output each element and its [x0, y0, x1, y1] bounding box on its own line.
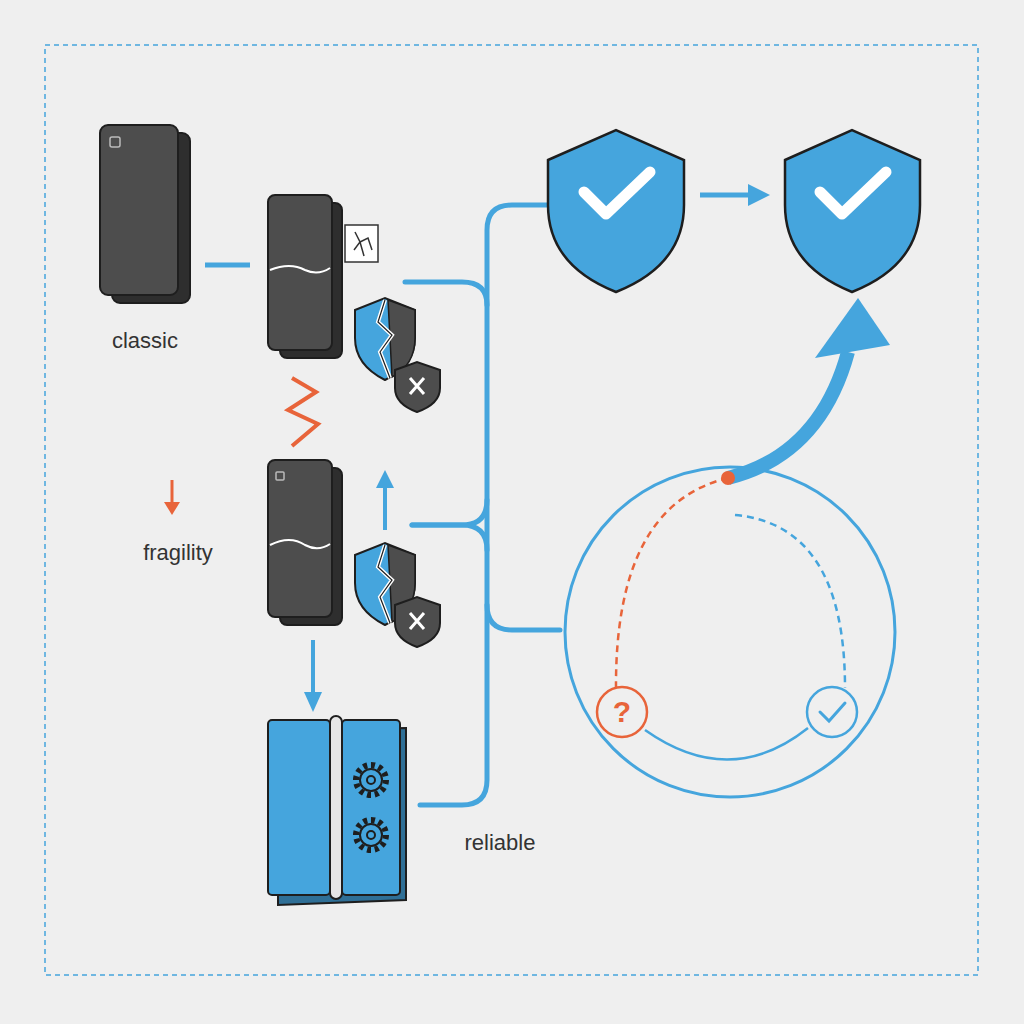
error-shield-icon [395, 362, 440, 412]
phone-icon [268, 195, 342, 358]
broken-shield-icon [378, 545, 392, 623]
check-shield [548, 130, 684, 292]
check-shield [548, 130, 684, 292]
cycle-diagram [565, 467, 895, 797]
right-arrow [700, 184, 770, 206]
down-arrow [171, 480, 174, 505]
phone-icon [268, 460, 332, 617]
phone-shape [100, 125, 178, 295]
foldable-shape [360, 824, 382, 846]
phone-shape [100, 125, 192, 305]
broken-shield-icon [378, 300, 392, 378]
phone-icon [270, 540, 330, 548]
cycle-diagram [815, 298, 890, 358]
check-shield [785, 130, 920, 292]
foldable-node: reliable [268, 720, 406, 905]
down-arrow [311, 640, 315, 695]
cycle-diagram [807, 687, 857, 737]
up-arrow [383, 485, 387, 530]
broken-shield-icon [378, 545, 392, 623]
check-shield [785, 130, 920, 292]
right-arrow [748, 184, 770, 206]
foldable-shape [367, 831, 375, 839]
foldable-shape [360, 769, 382, 791]
error-shield-icon [395, 362, 440, 412]
node-label: classic [85, 328, 205, 354]
foldable-shape [330, 716, 342, 899]
cycle-diagram [735, 515, 845, 688]
phone-icon [270, 266, 330, 273]
cycle-diagram [820, 703, 845, 721]
up-arrow [376, 470, 394, 530]
up-arrow [376, 470, 394, 488]
bracket-lines [487, 605, 560, 630]
cycle-diagram [721, 471, 735, 485]
cracked-screen-icon [345, 225, 378, 262]
broken-shield-icon [378, 300, 392, 378]
cycle-diagram [645, 728, 808, 760]
foldable-shape [268, 720, 330, 895]
foldable-shape [268, 720, 406, 905]
node-label: reliable [445, 830, 555, 856]
down-arrow [304, 640, 322, 712]
down-arrow [164, 480, 180, 515]
error-shield-icon [395, 597, 440, 647]
foldable-shape [356, 820, 386, 850]
error-shield-icon [395, 597, 440, 647]
foldable-shape [342, 720, 400, 895]
dashed-frame [45, 45, 978, 975]
bracket-lines [405, 282, 487, 305]
error-shield-icon [410, 613, 424, 629]
annotation-label: fragility [118, 540, 238, 566]
error-shield-icon [410, 378, 424, 394]
cracked-screen-icon [345, 225, 378, 262]
foldable-shape [367, 776, 375, 784]
check-shield [584, 172, 650, 214]
cycle-diagram [616, 478, 728, 688]
link-line [205, 263, 250, 268]
bracket-lines [412, 500, 487, 525]
phone-node: classic [100, 125, 192, 305]
phone-shape [110, 137, 120, 147]
check-shield [820, 172, 886, 214]
down-arrow [304, 692, 322, 712]
cycle-diagram [728, 352, 848, 478]
cycle-diagram [565, 298, 895, 797]
phone-icon [268, 195, 332, 350]
down-arrow [164, 502, 180, 515]
cracked-screen-icon [354, 232, 372, 256]
stress-zigzag [288, 378, 318, 446]
phone-icon [268, 460, 342, 625]
right-arrow [700, 193, 752, 198]
bracket-lines [412, 525, 487, 550]
phone-icon [276, 472, 284, 480]
cycle-diagram [597, 687, 647, 737]
question-mark: ? [602, 695, 642, 729]
bracket-lines [405, 205, 560, 805]
foldable-shape [356, 765, 386, 795]
